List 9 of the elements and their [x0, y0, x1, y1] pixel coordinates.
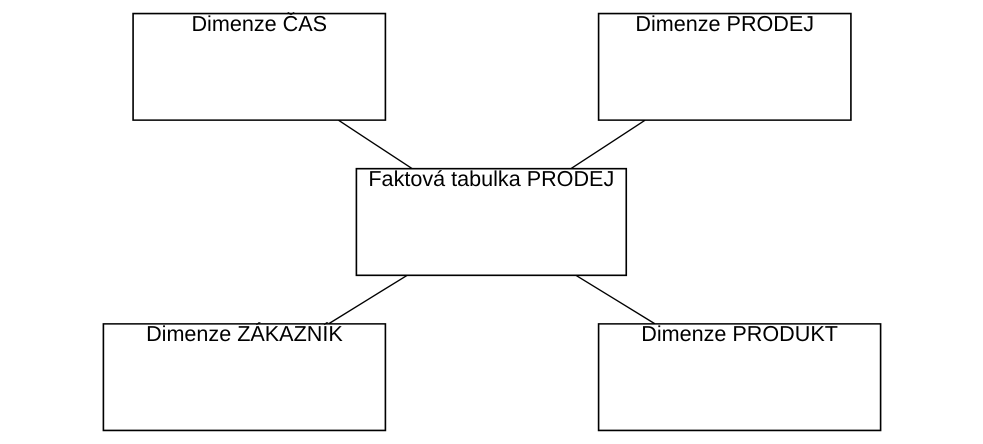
node-box: Faktová tabulka PRODEJ: [355, 168, 627, 276]
connector: [570, 120, 645, 170]
connector: [575, 274, 655, 324]
connector: [328, 274, 407, 324]
node-box: Dimenze PRODUKT: [597, 323, 881, 432]
connector: [338, 120, 412, 170]
node-box: Dimenze ČAS: [132, 12, 386, 121]
node-box: Dimenze PRODEJ: [597, 12, 852, 121]
node-box: Dimenze ZÁKAZNÍK: [102, 323, 386, 432]
